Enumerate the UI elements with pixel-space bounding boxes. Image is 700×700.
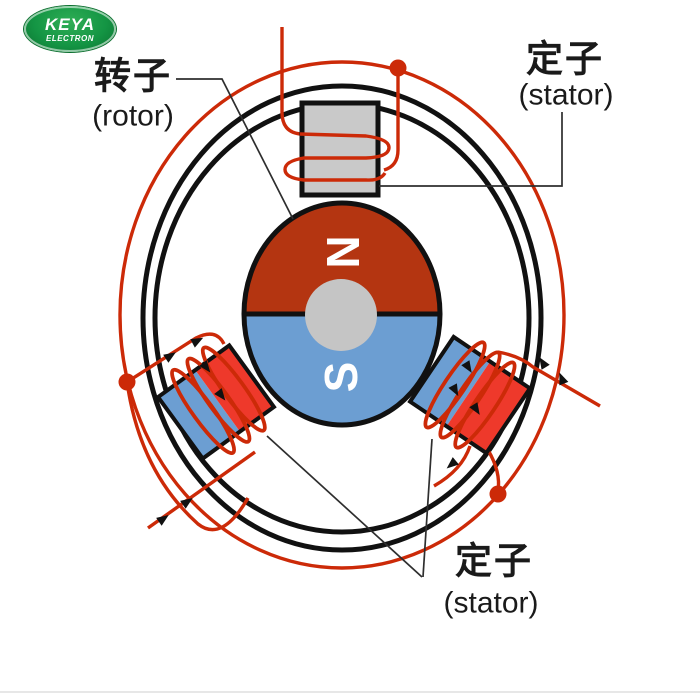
coil-feed-wire-right <box>383 68 400 172</box>
stator-top-assembly <box>280 27 407 198</box>
rotor-label-zh: 转子 <box>94 55 172 97</box>
stator-coil-top <box>283 132 391 182</box>
wire-junction-right <box>489 485 507 503</box>
bottom-divider <box>0 691 700 693</box>
stator-left-outline <box>155 342 277 462</box>
rotor-assembly: N S <box>241 200 443 428</box>
left-wire-top-feed <box>126 332 226 384</box>
rotor-outline <box>241 200 443 428</box>
logo-sub-text: ELECTRON <box>46 33 94 43</box>
left-wire-inner-arc <box>125 381 250 532</box>
right-coil-loop <box>453 360 517 450</box>
stator-bottom-label-zh: 定子 <box>455 540 533 582</box>
right-wire-bottom <box>433 445 472 488</box>
right-wire-exit <box>497 350 601 408</box>
rotor-leader-line <box>176 78 294 220</box>
wire-junction-top <box>389 59 407 77</box>
stator-top-leader-line <box>379 112 563 187</box>
stator-left-inner-pole <box>195 345 274 432</box>
keya-logo: KEYA ELECTRON <box>24 6 116 52</box>
logo-brand-text: KEYA <box>45 14 95 34</box>
coil-feed-wire-left <box>280 27 301 136</box>
left-wire-bottom-feed <box>147 450 256 530</box>
stator-right-assembly <box>407 334 601 503</box>
left-coil-loop <box>200 345 267 433</box>
stator-bottom-leader-right <box>422 438 433 578</box>
rotor-north-label: N <box>317 235 369 268</box>
stator-top-label-zh: 定子 <box>526 38 604 80</box>
outer-wire-loop <box>118 60 566 570</box>
stator-right-inner-pole <box>410 336 491 427</box>
wire-junction-left <box>118 373 136 391</box>
stator-top-label-en: (stator) <box>518 78 614 112</box>
stator-left-assembly <box>118 332 277 532</box>
stator-bottom-label-en: (stator) <box>443 586 539 620</box>
right-coil-loop <box>438 350 502 440</box>
stator-ring-outer <box>140 83 544 553</box>
rotor-label-en: (rotor) <box>92 99 174 133</box>
right-coil-loop <box>423 340 487 430</box>
rotor-shaft <box>305 279 377 351</box>
stator-bottom-leader-left <box>266 435 423 578</box>
rotor-south-label: S <box>315 362 367 393</box>
stator-right-outline <box>407 334 533 456</box>
